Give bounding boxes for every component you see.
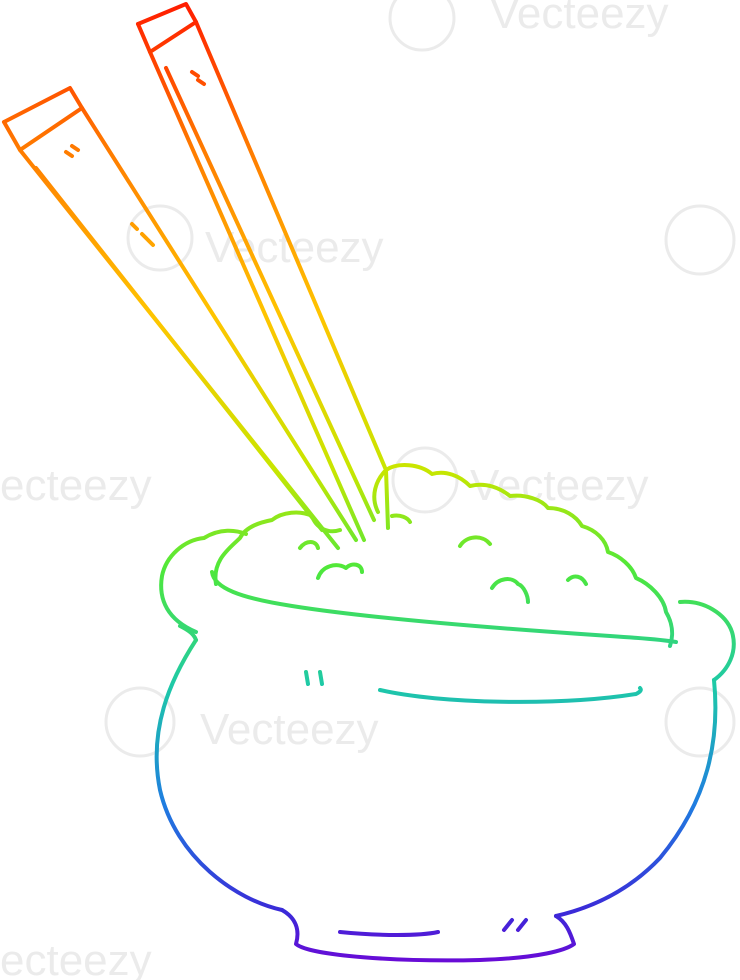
rice-mound xyxy=(213,463,675,648)
watermark-text-bottom: ecteezy xyxy=(0,936,152,980)
chopstick-right xyxy=(136,2,390,542)
watermark-logo-icon xyxy=(104,686,176,758)
watermark-logo-icon xyxy=(126,204,194,272)
bowl xyxy=(154,528,736,963)
watermark-text-left: ecteezy xyxy=(0,461,152,510)
watermark-logo-icon xyxy=(664,204,736,276)
chopstick-left xyxy=(2,86,358,550)
watermark-logo-icon xyxy=(388,0,456,52)
watermark-logo-icon xyxy=(664,686,736,758)
watermark-logo-icon xyxy=(391,446,459,514)
watermark-text: Vecteezy xyxy=(205,223,384,272)
watermark-text: Vecteezy xyxy=(200,705,379,754)
watermark-text-top: Vecteezy xyxy=(490,0,669,38)
watermark-text: Vecteezy xyxy=(470,461,649,510)
